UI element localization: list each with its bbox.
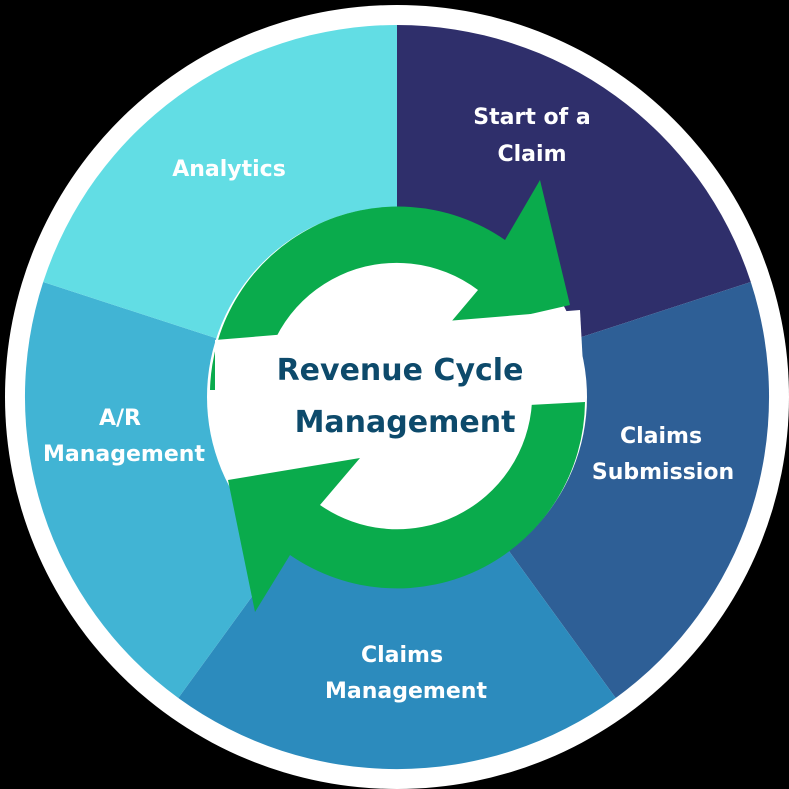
- center-title-line-1: Revenue Cycle: [277, 353, 524, 388]
- label-ar-line-2: Management: [43, 442, 205, 467]
- center-title-line-2: Management: [295, 405, 516, 440]
- label-submission-line-1: Claims: [620, 424, 702, 449]
- label-ar-line-1: A/R: [99, 406, 141, 431]
- label-management-line-1: Claims: [361, 643, 443, 668]
- label-analytics: Analytics: [172, 157, 286, 182]
- cycle-arrows-icon: [210, 180, 585, 612]
- label-management-line-2: Management: [325, 679, 487, 704]
- label-submission-line-2: Submission: [592, 460, 734, 485]
- label-start-line-2: Claim: [498, 142, 567, 167]
- cycle-arrow-bottom: [228, 402, 585, 612]
- cycle-arrow-top: [210, 180, 570, 390]
- center-title-band: [215, 310, 585, 422]
- label-start-line-1: Start of a: [473, 105, 590, 130]
